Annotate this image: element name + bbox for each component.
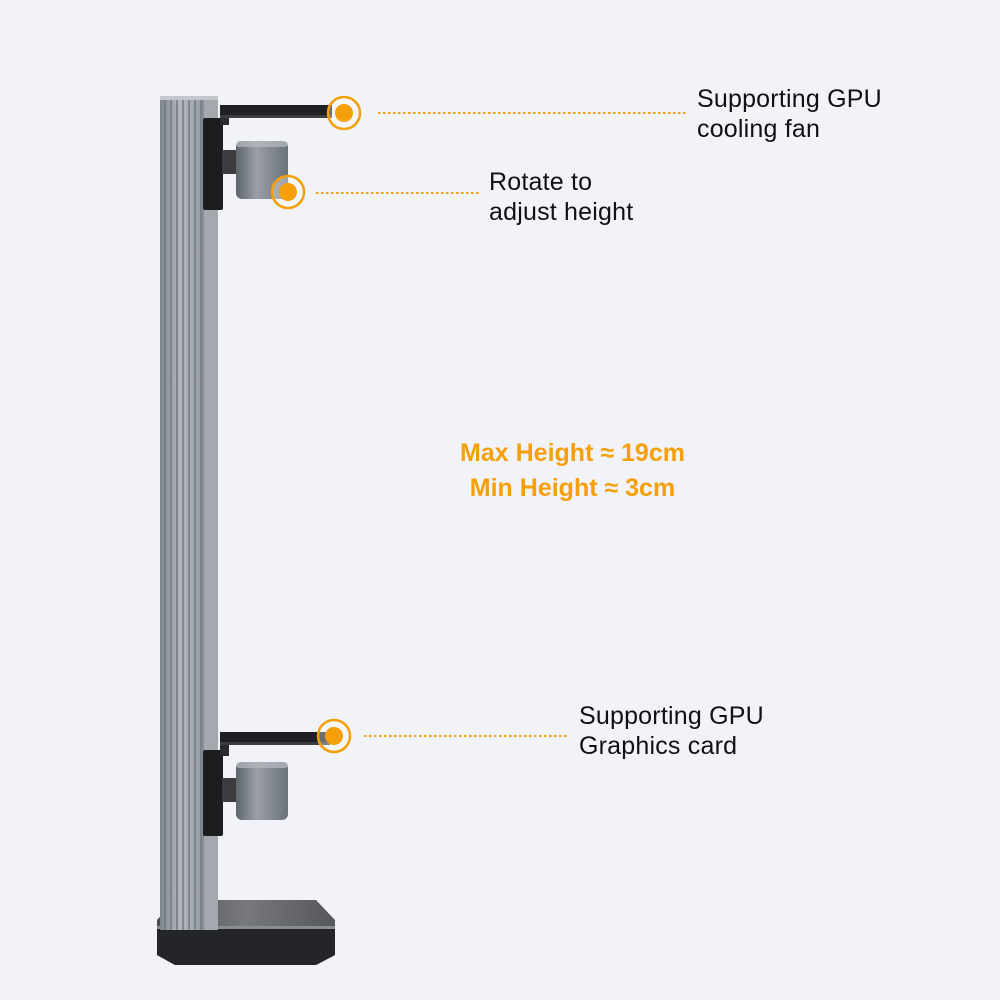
rotate-marker <box>270 174 306 210</box>
rotate-label-line2: adjust height <box>489 198 634 226</box>
card-support-label: Supporting GPU Graphics card <box>579 701 764 761</box>
height-specs: Max Height ≈ 19cm Min Height ≈ 3cm <box>400 436 745 506</box>
aluminum-pillar <box>160 96 218 930</box>
card-support-label-line1: Supporting GPU <box>579 702 764 730</box>
card-support-bracket <box>203 732 330 836</box>
height-adjust-knob-bottom <box>236 762 288 820</box>
fan-support-marker <box>326 95 362 131</box>
rotate-label-line1: Rotate to <box>489 168 593 196</box>
fan-support-label: Supporting GPU cooling fan <box>697 84 882 144</box>
fan-support-label-line1: Supporting GPU <box>697 85 882 113</box>
min-height-spec: Min Height ≈ 3cm <box>469 474 676 502</box>
fan-support-bracket <box>203 105 332 210</box>
card-support-label-line2: Graphics card <box>579 732 738 760</box>
max-height-spec: Max Height ≈ 19cm <box>460 439 685 467</box>
rotate-label: Rotate to adjust height <box>489 167 633 227</box>
card-support-marker <box>316 718 352 754</box>
fan-support-label-line2: cooling fan <box>697 115 821 143</box>
